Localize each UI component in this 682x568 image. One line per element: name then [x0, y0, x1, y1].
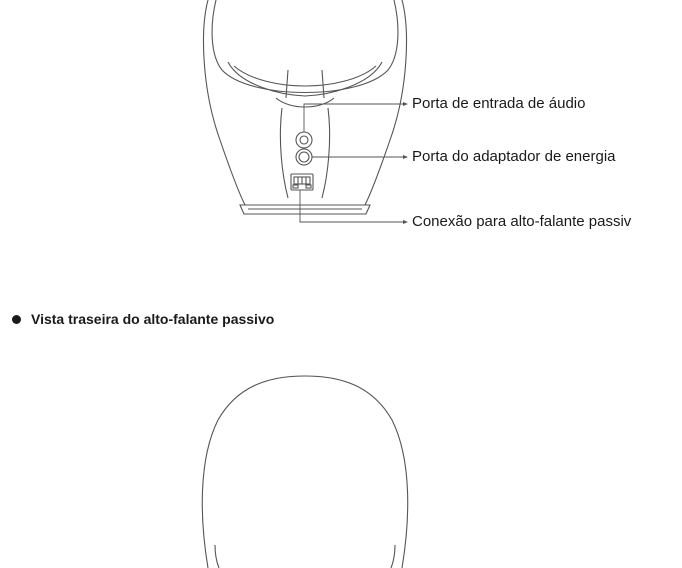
section-heading-text: Vista traseira do alto-falante passivo: [31, 311, 275, 327]
callout-power-adapter: Porta do adaptador de energia: [412, 148, 616, 165]
passive-speaker-outline: [201, 375, 409, 568]
leader-line-connector: [299, 190, 404, 223]
leader-line-audio: [303, 103, 404, 132]
power-adapter-port: [295, 148, 313, 166]
callout-passive-connector: Conexão para alto-falante passiv: [412, 213, 632, 230]
audio-input-port: [295, 131, 313, 149]
active-speaker-rear-view: [202, 0, 408, 224]
passive-speaker-connector: [290, 173, 314, 191]
section-heading: Vista traseira do alto-falante passivo: [12, 311, 274, 327]
bullet-icon: [12, 314, 21, 324]
callout-audio-input: Porta de entrada de áudio: [412, 95, 586, 112]
